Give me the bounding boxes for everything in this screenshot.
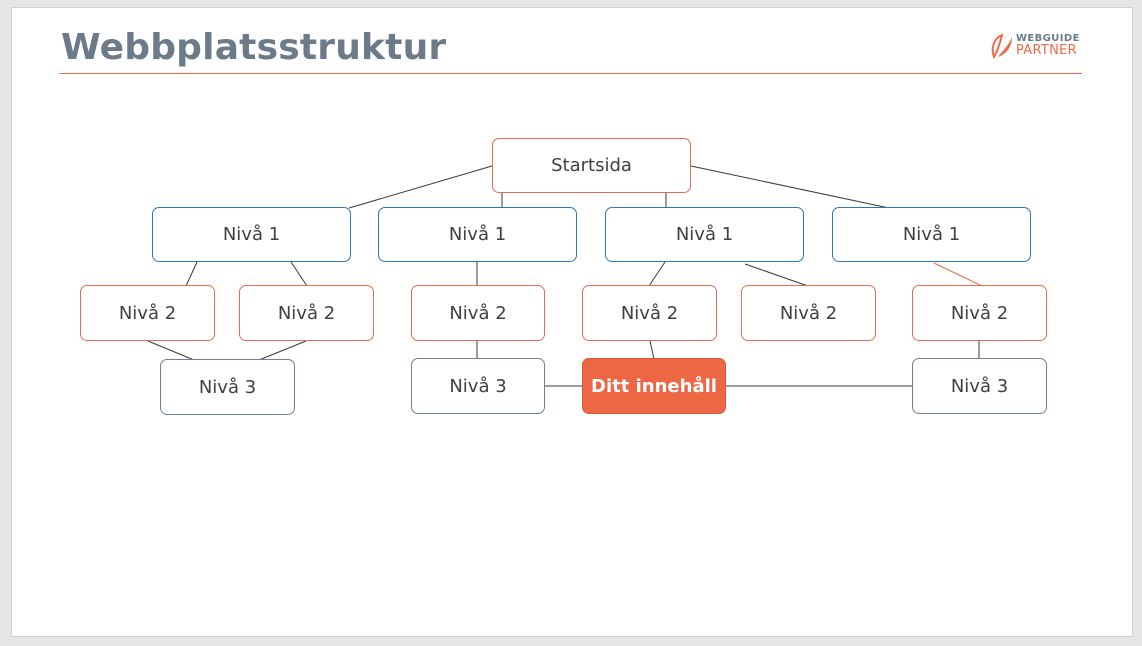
node-level2: Nivå 2 [582, 285, 717, 341]
node-level3: Nivå 3 [160, 359, 295, 415]
logo-text-bottom: PARTNER [1016, 43, 1077, 58]
link-l2a-l3a [147, 340, 195, 361]
slide-title: Webbplatsstruktur [61, 27, 447, 68]
node-level2: Nivå 2 [80, 285, 215, 341]
link-start-l1d [690, 165, 890, 209]
link-l1a-l2b [290, 261, 308, 287]
node-level1: Nivå 1 [152, 207, 351, 262]
logo-leaf-icon [991, 33, 1012, 59]
link-l1c-l2d [648, 261, 666, 287]
node-level3: Nivå 3 [411, 358, 545, 414]
webguide-partner-logo: WEBGUIDE PARTNER [990, 31, 1085, 61]
node-level3: Nivå 3 [912, 358, 1047, 414]
link-l2b-l3a [258, 340, 307, 361]
node-ditt-innehall: Ditt innehåll [582, 358, 726, 414]
link-l1a-l2a [185, 261, 198, 287]
logo-text-top: WEBGUIDE [1016, 33, 1080, 44]
node-startsida: Startsida [492, 138, 691, 193]
link-l1c-l2e [744, 263, 809, 287]
node-level2: Nivå 2 [239, 285, 374, 341]
node-level1: Nivå 1 [832, 207, 1031, 262]
link-start-l1a [348, 165, 493, 209]
link-l1d-l2f [933, 262, 983, 287]
title-divider [59, 73, 1082, 74]
node-level2: Nivå 2 [912, 285, 1047, 341]
node-level1: Nivå 1 [378, 207, 577, 262]
node-level2: Nivå 2 [741, 285, 876, 341]
node-level2: Nivå 2 [411, 285, 545, 341]
node-level1: Nivå 1 [605, 207, 804, 262]
link-l2d-highlight [649, 340, 655, 360]
